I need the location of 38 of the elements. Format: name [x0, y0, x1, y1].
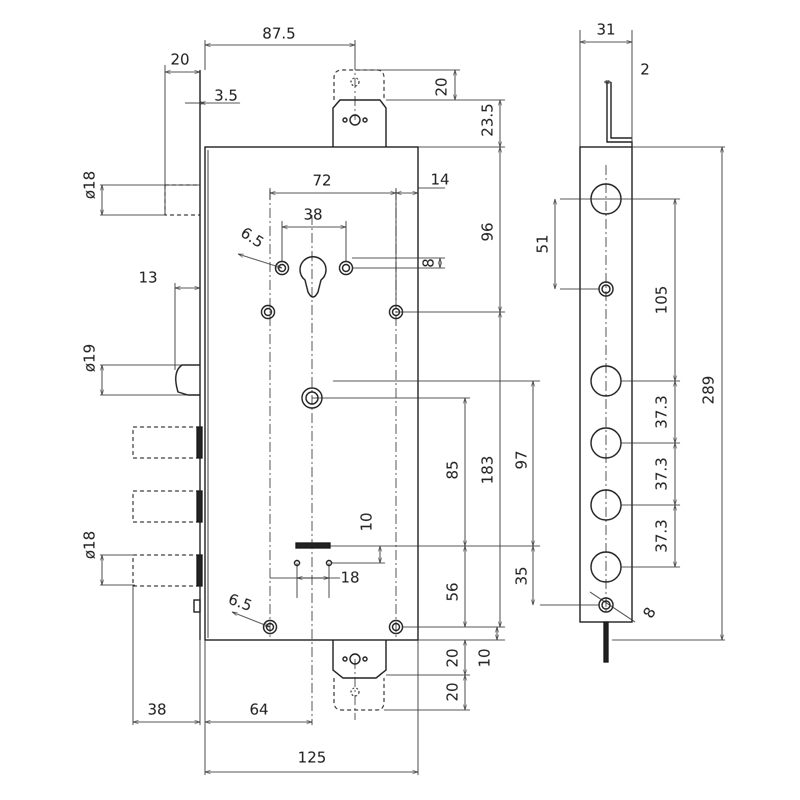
dimension-label: 2 — [640, 62, 650, 78]
dimension-label: 18 — [340, 570, 360, 586]
dimension-label: 96 — [480, 222, 496, 242]
dimension-label: 289 — [702, 376, 716, 404]
dimension-label: 125 — [298, 750, 326, 766]
dimension-label: 10 — [360, 512, 374, 532]
dimension-label: 87.5 — [262, 26, 296, 42]
dimension-label: 31 — [596, 22, 616, 38]
dimension-label: ø18 — [82, 530, 98, 560]
dimension-label: 3.5 — [214, 88, 238, 104]
dimension-label: 56 — [446, 582, 460, 602]
dimension-label: 38 — [303, 208, 323, 222]
dimension-label: 8 — [422, 258, 436, 268]
dimension-label: 20 — [446, 682, 460, 702]
dimension-label: ø18 — [82, 170, 98, 200]
dimension-label: 51 — [536, 234, 550, 254]
dimension-label: 23.5 — [480, 103, 496, 137]
dimension-label: 64 — [249, 702, 269, 718]
dimension-label: 14 — [430, 172, 450, 188]
dimension-label: 38 — [147, 702, 167, 718]
dimension-label: 20 — [446, 648, 460, 668]
dimension-label: 97 — [514, 450, 530, 470]
dimension-label: 35 — [514, 566, 530, 586]
dimension-label: 20 — [170, 52, 190, 68]
dimension-label: 183 — [480, 456, 496, 484]
dimension-label: ø19 — [82, 344, 98, 372]
dimension-label: 8 — [641, 605, 659, 621]
dimension-label: 20 — [434, 77, 450, 97]
dimension-label: 37.3 — [654, 395, 670, 429]
dimension-label: 37.3 — [654, 519, 670, 553]
dimension-label: 72 — [312, 174, 332, 188]
dimension-label: 10 — [478, 648, 492, 668]
dimension-label: 6.5 — [226, 592, 254, 614]
dimension-label: 13 — [138, 270, 158, 286]
dimension-label: 85 — [446, 460, 460, 480]
dimension-label: 37.3 — [654, 457, 670, 491]
dimension-label: 105 — [654, 286, 670, 314]
dimension-label: 6.5 — [238, 225, 266, 251]
